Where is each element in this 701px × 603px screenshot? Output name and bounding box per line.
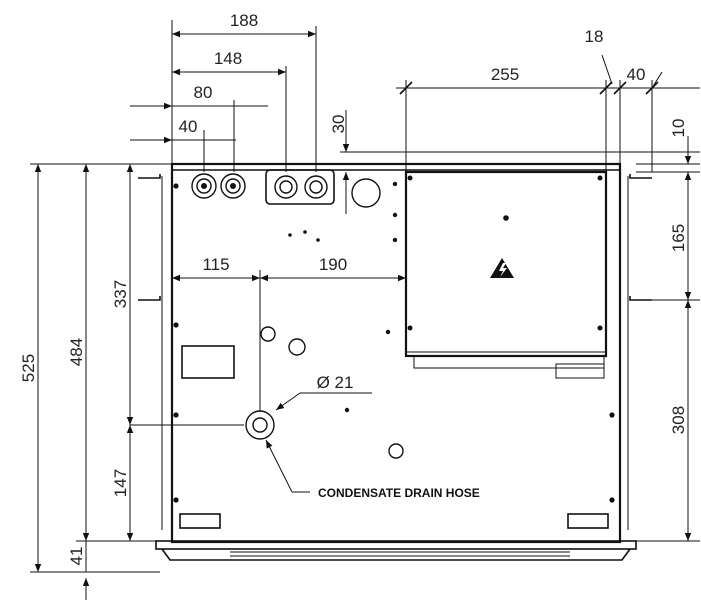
rating-plate [181,345,235,379]
dim-190: 190 [319,255,347,274]
dim-484: 484 [67,338,86,366]
dim-255: 255 [491,65,519,84]
pipe-connections [191,169,381,208]
right-dimensions [636,136,700,542]
condensate-drain [130,270,372,493]
electrical-box [404,170,608,379]
dim-30: 30 [329,115,348,134]
unit-body [138,162,652,561]
condensate-drain-hose-label: CONDENSATE DRAIN HOSE [318,486,480,500]
top-dimensions [130,20,700,214]
dim-18: 18 [585,27,604,46]
dim-40-left: 40 [179,117,198,136]
dim-148: 148 [214,49,242,68]
dim-337: 337 [111,280,130,308]
dim-147: 147 [111,469,130,497]
dim-115: 115 [202,255,229,274]
dim-diameter-21: Ø 21 [317,373,354,392]
dim-41: 41 [67,547,86,566]
dim-10: 10 [669,119,688,138]
dim-308: 308 [669,406,688,434]
left-dimensions [30,163,172,600]
panel-holes [173,181,615,503]
dim-525: 525 [19,354,38,382]
high-voltage-warning-icon [490,258,514,278]
dim-188: 188 [230,11,258,30]
dim-80: 80 [194,83,213,102]
dim-165: 165 [669,224,688,252]
dim-40-right: 40 [627,65,646,84]
